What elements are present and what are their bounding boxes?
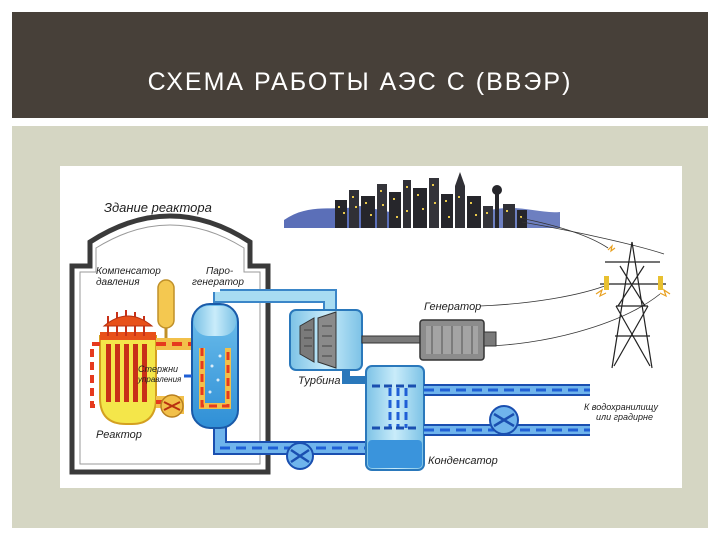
condenser	[365, 365, 425, 471]
label-steam-gen-2: генератор	[192, 277, 244, 288]
label-control-rods-1: Стержни	[138, 364, 178, 374]
feedwater-pipe	[213, 426, 370, 455]
label-outlet-2: или градирне	[596, 412, 653, 422]
steam-generator	[184, 303, 239, 429]
feedwater-pump	[286, 442, 314, 470]
transmission-tower	[595, 241, 671, 369]
pressurizer	[157, 279, 175, 338]
label-steam-gen-1: Паро-	[206, 266, 234, 277]
diagram-svg: Здание реактора Компенсатор давления Пар…	[69, 172, 671, 475]
slide-title: СХЕМА РАБОТЫ АЭС С (ВВЭР)	[147, 68, 573, 96]
label-condenser: Конденсатор	[428, 455, 498, 467]
steam-pipe	[213, 289, 337, 314]
title-bar: СХЕМА РАБОТЫ АЭС С (ВВЭР)	[12, 12, 708, 118]
label-pressurizer-2: давления	[96, 277, 140, 288]
label-reactor: Реактор	[96, 429, 142, 441]
reactor-vessel	[99, 310, 157, 425]
turbine-shaft	[361, 335, 421, 344]
label-generator: Генератор	[424, 301, 481, 313]
label-reactor-building: Здание реактора	[104, 200, 212, 215]
cooling-pump	[489, 405, 519, 435]
turbine	[289, 309, 363, 371]
label-pressurizer-1: Компенсатор	[96, 266, 161, 277]
label-turbine: Турбина	[298, 375, 340, 387]
label-outlet-1: К водохранилищу	[584, 402, 658, 412]
npp-diagram: Здание реактора Компенсатор давления Пар…	[60, 166, 682, 488]
city-skyline	[284, 172, 560, 228]
primary-pump	[160, 394, 184, 418]
generator	[419, 319, 497, 361]
label-control-rods-2: управления	[137, 375, 182, 384]
